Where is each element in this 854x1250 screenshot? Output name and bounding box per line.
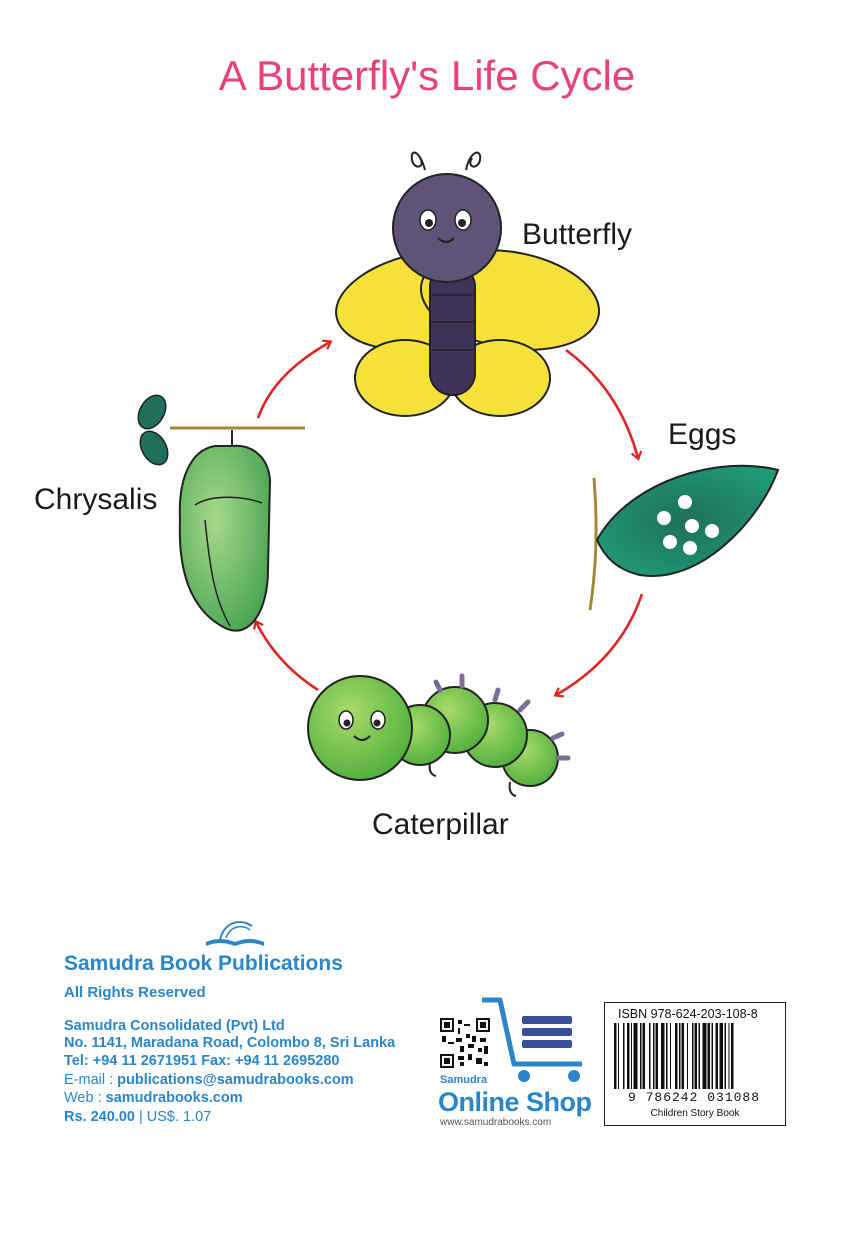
barcode-bar xyxy=(627,1023,630,1089)
web-label: Web : xyxy=(64,1090,106,1106)
barcode-bar xyxy=(675,1023,678,1089)
stage-label-chrysalis: Chrysalis xyxy=(34,483,158,516)
isbn-text: ISBN 978-624-203-108-8 xyxy=(618,1007,758,1021)
barcode-bar xyxy=(711,1023,713,1089)
email-link[interactable]: publications@samudrabooks.com xyxy=(117,1072,354,1088)
publisher-book-logo xyxy=(206,921,264,946)
barcode-bar xyxy=(694,1023,698,1089)
barcode-bar xyxy=(655,1023,659,1089)
arrow-butterfly-to-eggs xyxy=(565,348,643,461)
barcode xyxy=(614,1023,734,1089)
barcode-bar xyxy=(617,1023,620,1089)
barcode-bar xyxy=(669,1023,672,1089)
stage-label-eggs: Eggs xyxy=(668,418,737,451)
arrow-caterpillar-to-chrysalis xyxy=(253,619,319,692)
barcode-bar xyxy=(728,1023,730,1089)
caterpillar-illustration xyxy=(307,673,571,797)
web-row: Web : samudrabooks.com xyxy=(64,1090,243,1106)
chrysalis-illustration xyxy=(137,394,305,632)
book-category: Children Story Book xyxy=(650,1108,740,1119)
barcode-bar xyxy=(640,1023,642,1089)
shop-brand: Samudra xyxy=(440,1074,488,1086)
price-row: Rs. 240.00|US$. 1.07 xyxy=(64,1109,211,1125)
barcode-bar xyxy=(653,1023,655,1089)
price-separator: | xyxy=(138,1109,143,1125)
company-name: Samudra Consolidated (Pvt) Ltd xyxy=(64,1018,285,1034)
barcode-bar xyxy=(715,1023,718,1089)
barcode-bar xyxy=(707,1023,711,1089)
barcode-bar xyxy=(633,1023,638,1089)
barcode-bar xyxy=(614,1023,617,1089)
price-lkr: Rs. 240.00 xyxy=(64,1109,135,1125)
barcode-bar xyxy=(702,1023,707,1089)
butterfly-illustration xyxy=(335,151,601,417)
barcode-bar xyxy=(623,1023,625,1089)
publisher-name: Samudra Book Publications xyxy=(64,952,343,975)
barcode-bar xyxy=(731,1023,734,1089)
barcode-bar xyxy=(642,1023,646,1089)
email-label: E-mail : xyxy=(64,1072,118,1088)
barcode-bar xyxy=(679,1023,681,1089)
barcode-bar xyxy=(724,1023,726,1089)
contact-phone: Tel: +94 11 2671951 Fax: +94 11 2695280 xyxy=(64,1053,340,1069)
page-title: A Butterfly's Life Cycle xyxy=(218,52,636,99)
web-link[interactable]: samudrabooks.com xyxy=(105,1090,243,1106)
barcode-bar xyxy=(686,1023,689,1089)
barcode-bar xyxy=(666,1023,668,1089)
life-cycle-illustration xyxy=(137,151,780,797)
shopping-cart-icon xyxy=(482,997,582,1082)
barcode-bar xyxy=(649,1023,651,1089)
arrow-chrysalis-to-butterfly xyxy=(256,339,333,419)
barcode-bar xyxy=(660,1023,665,1089)
qr-code[interactable] xyxy=(440,1018,490,1068)
barcode-bar xyxy=(692,1023,694,1089)
arrow-eggs-to-caterpillar xyxy=(553,593,644,698)
company-address: No. 1141, Maradana Road, Colombo 8, Sri … xyxy=(64,1035,396,1051)
eggs-on-leaf-illustration xyxy=(588,464,780,611)
barcode-bar xyxy=(681,1023,685,1089)
online-shop-title[interactable]: Online Shop xyxy=(438,1087,592,1117)
stage-label-caterpillar: Caterpillar xyxy=(372,808,509,841)
barcode-bar xyxy=(698,1023,700,1089)
stage-label-butterfly: Butterfly xyxy=(522,218,633,251)
rights-notice: All Rights Reserved xyxy=(64,984,206,1001)
price-usd: US$. 1.07 xyxy=(146,1109,212,1125)
shop-url[interactable]: www.samudrabooks.com xyxy=(440,1117,552,1128)
barcode-digits: 9 786242 031088 xyxy=(627,1090,761,1105)
barcode-bar xyxy=(630,1023,633,1089)
barcode-bar xyxy=(719,1023,724,1089)
email-row: E-mail : publications@samudrabooks.com xyxy=(64,1072,354,1088)
